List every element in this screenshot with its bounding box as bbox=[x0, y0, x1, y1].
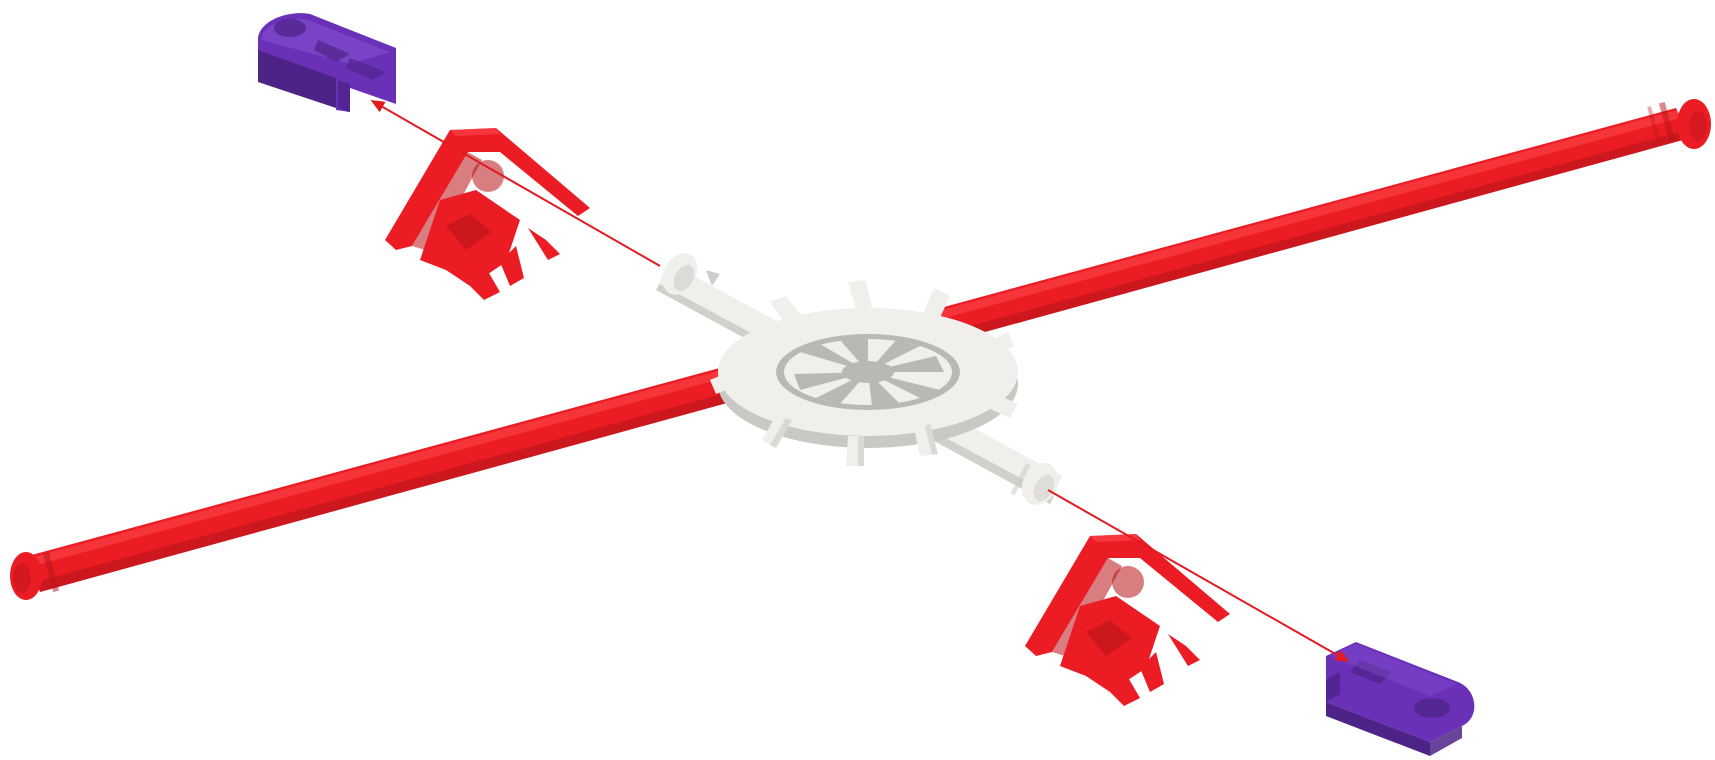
red-connector-lower bbox=[1025, 534, 1230, 706]
red-connector-upper bbox=[385, 128, 590, 300]
purple-clip-upper bbox=[258, 13, 396, 112]
purple-clip-lower bbox=[1326, 642, 1474, 756]
